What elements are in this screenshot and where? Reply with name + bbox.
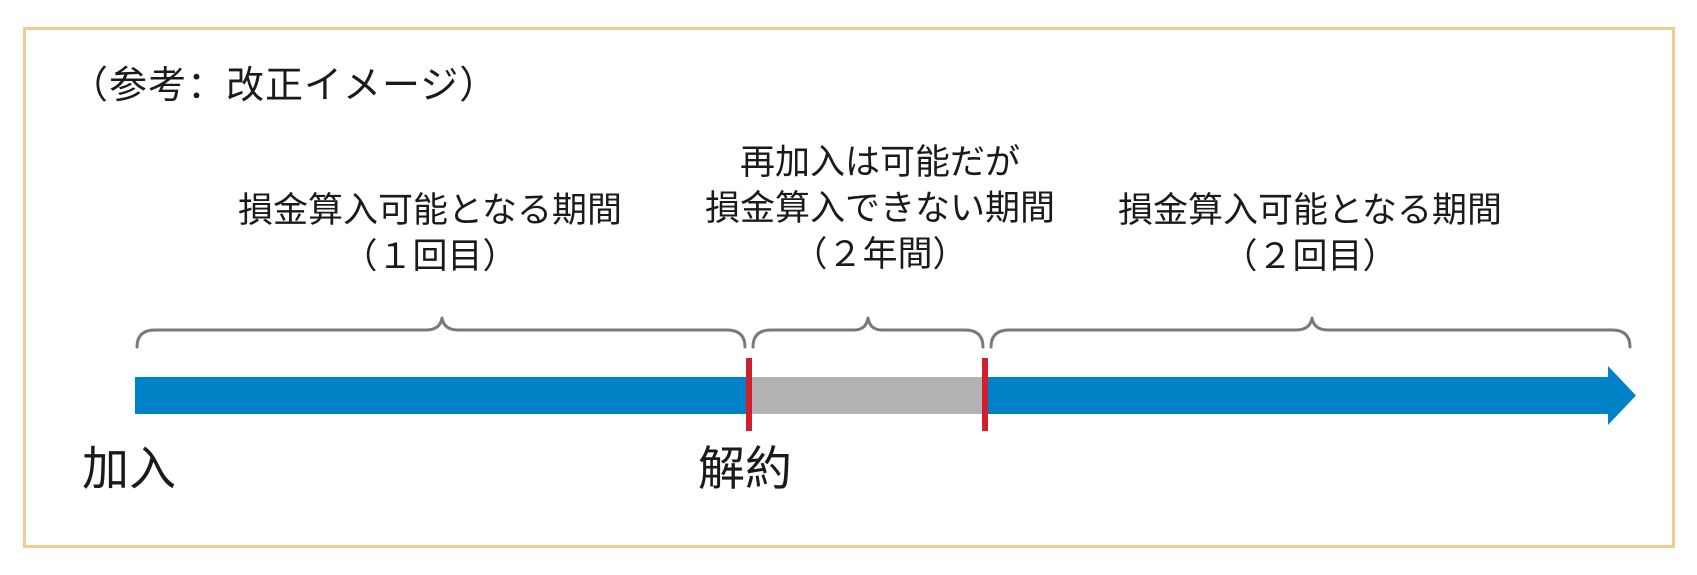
active-period-bar-second-arrow: [985, 366, 1636, 425]
period-first-title: 損金算入可能となる期間: [238, 191, 622, 231]
period-non-deductible: 再加入は可能だが 損金算入できない期間 （２年間）: [675, 140, 1085, 278]
rejoin-marker-line: [982, 358, 988, 431]
period-non-deductible-note: 再加入は可能だが: [739, 143, 1020, 183]
period-first-count: （１回目）: [342, 237, 518, 277]
inactive-period-bar: [749, 377, 985, 414]
cancel-label: 解約: [698, 442, 792, 497]
brace-non-deductible-period: [751, 316, 985, 349]
period-first-deductible: 損金算入可能となる期間 （１回目）: [215, 188, 645, 280]
start-label: 加入: [82, 442, 176, 497]
cancel-marker-line: [746, 358, 752, 431]
period-second-count: （２回目）: [1222, 237, 1398, 277]
active-period-bar-first: [135, 377, 749, 414]
period-second-title: 損金算入可能となる期間: [1118, 191, 1502, 231]
period-non-deductible-duration: （２年間）: [792, 235, 968, 275]
brace-second-period: [989, 316, 1632, 349]
caption: （参考：改正イメージ）: [70, 63, 499, 107]
diagram-frame: [23, 27, 1675, 548]
brace-first-period: [135, 316, 747, 349]
period-non-deductible-title: 損金算入できない期間: [704, 189, 1055, 229]
period-second-deductible: 損金算入可能となる期間 （２回目）: [1095, 188, 1525, 280]
